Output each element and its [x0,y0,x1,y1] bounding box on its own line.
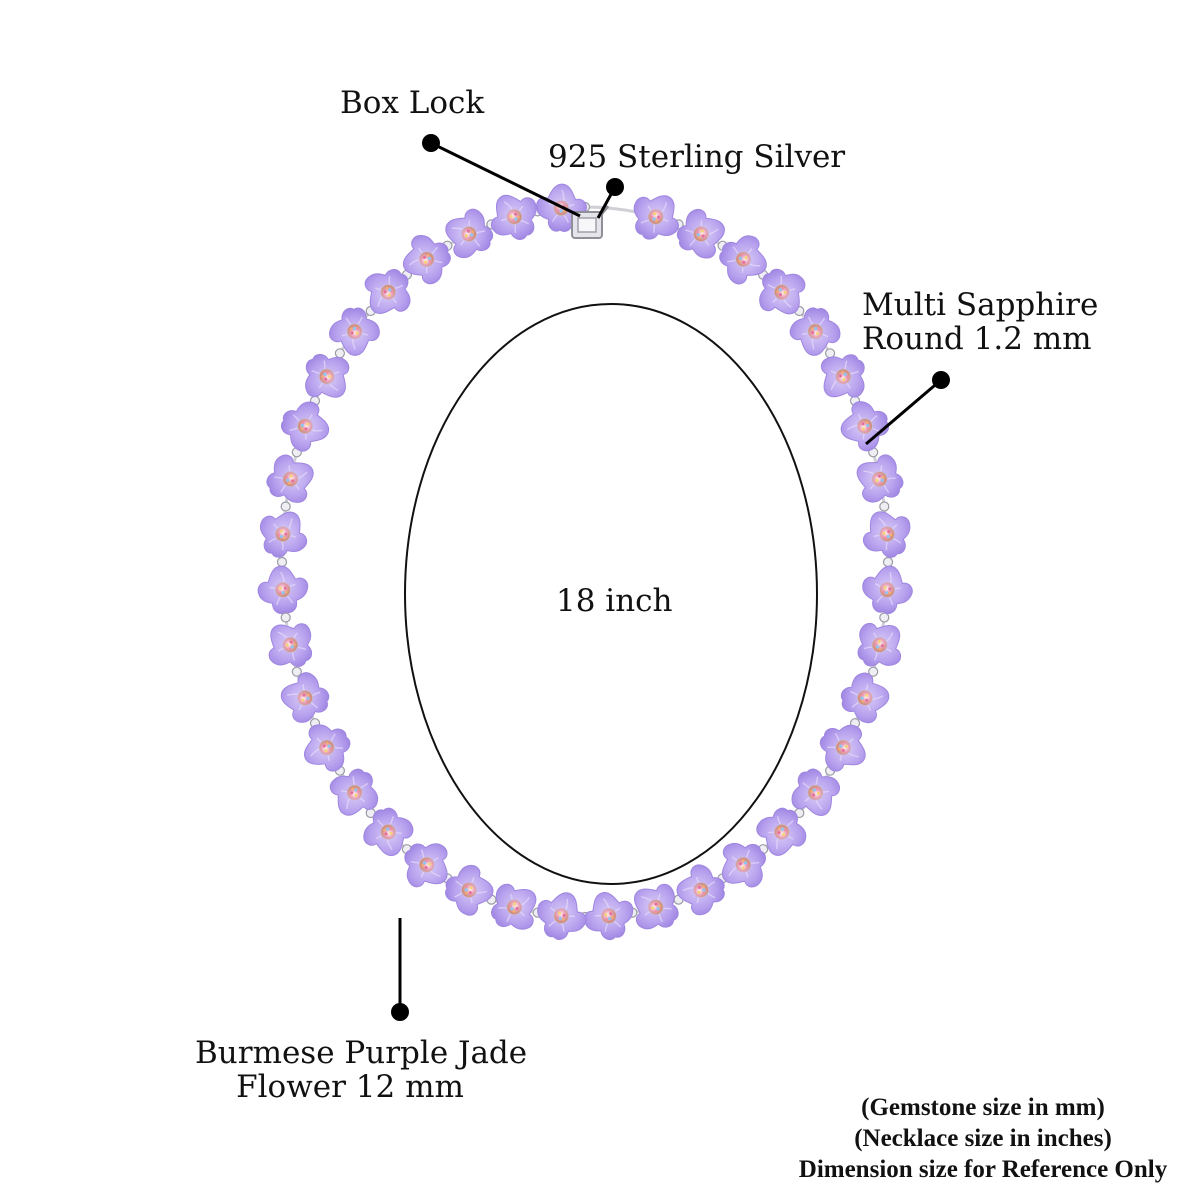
box-lock-clasp [571,205,610,239]
jade-flower [675,863,726,916]
label-multi-sapphire-line1: Multi Sapphire [862,287,1099,323]
jade-flower [276,668,333,727]
note-gemstone-size: (Gemstone size in mm) [861,1094,1105,1121]
silver-link [868,666,879,677]
silver-link [280,501,291,512]
callout-jade [391,918,409,1021]
label-multi-sapphire-line2: Round 1.2 mm [862,321,1092,357]
callout-box-lock [422,134,581,218]
jade-flower [258,446,323,512]
label-sterling-silver: 925 Sterling Silver [548,139,846,175]
silver-link [334,348,345,359]
silver-link [879,612,890,623]
silver-link [824,348,836,359]
jade-flower [293,713,360,782]
label-jade-line1: Burmese Purple Jade [195,1035,528,1071]
note-reference-only: Dimension size for Reference Only [798,1156,1168,1183]
jade-flowers [249,182,921,948]
silver-links [276,201,894,923]
jade-flower [275,395,336,457]
label-jade-line2: Flower 12 mm [236,1069,464,1105]
jade-flower [845,609,915,680]
silver-link [882,556,894,568]
jade-flower [529,884,594,948]
jade-flower [846,445,913,513]
jade-flower [443,863,496,918]
jade-flower [858,561,917,618]
jade-flower [255,609,326,680]
silver-link [280,612,291,623]
callout-multi-sapphire [865,371,950,446]
callout-sterling-silver [596,178,624,219]
silver-link [879,501,890,512]
jade-flower [838,670,893,726]
jade-flower [577,884,641,947]
silver-link [276,556,288,568]
reference-note: (Gemstone size in mm) (Necklace size in … [774,1092,1192,1185]
silver-link [291,666,302,677]
note-necklace-size: (Necklace size in inches) [854,1125,1112,1152]
label-size: 18 inch [556,583,673,619]
label-jade: Burmese Purple Jade Flower 12 mm [195,1035,528,1105]
size-ellipse [404,303,818,885]
jade-flower [809,713,878,783]
jade-flower [835,396,894,456]
label-box-lock: Box Lock [340,85,485,121]
label-multi-sapphire: Multi Sapphire Round 1.2 mm [862,287,1099,357]
jade-flower [254,562,312,617]
jade-flower [853,500,921,567]
